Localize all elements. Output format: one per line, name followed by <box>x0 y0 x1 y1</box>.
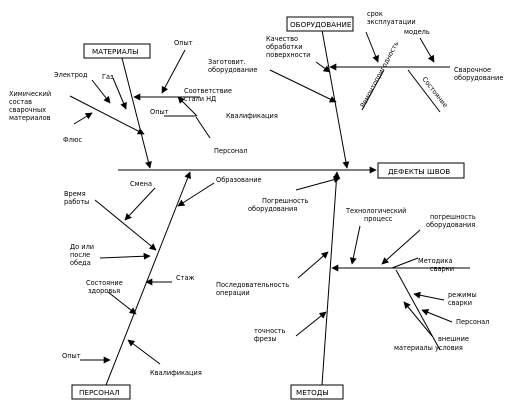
methods-bone <box>321 171 341 386</box>
weld-method-label-2: сварки <box>430 265 454 273</box>
personnel-label: ПЕРСОНАЛ <box>79 388 120 397</box>
prep-label-1: Заготовит. <box>208 58 246 66</box>
quality-label-2: обработки <box>266 43 303 51</box>
eq-error-r-arrow <box>381 229 421 265</box>
chem-branch <box>69 95 145 135</box>
sequence-label-1: Последовательность <box>216 281 289 289</box>
model-arrow <box>419 37 435 63</box>
external-label-2: материалы условия <box>394 344 463 352</box>
eq-error-r-label-1: погрешность <box>430 213 476 221</box>
electrode-arrow <box>91 79 111 104</box>
shift-label: Смена <box>130 180 152 188</box>
qualification-bot-label: Квалификация <box>150 369 202 377</box>
accuracy-label-2: фрезы <box>254 335 277 343</box>
experience-top-label: Опыт <box>174 39 193 47</box>
effect-label: ДЕФЕКТЫ ШВОВ <box>388 167 450 176</box>
sequence-arrow <box>297 251 329 279</box>
personnel-meth-arrow <box>421 309 453 323</box>
materials-bone <box>121 57 152 169</box>
external-label-1: внешние <box>438 335 469 343</box>
health-label-2: здоровья <box>88 287 120 295</box>
welding-eq-label-2: оборудование <box>454 74 503 82</box>
sub-spine <box>395 269 441 351</box>
weld-method-line <box>391 257 419 269</box>
personnel-box <box>71 384 131 400</box>
life-label-2: эксплуатации <box>367 18 416 26</box>
worktime-label-2: работы <box>64 198 89 206</box>
match-label-2: стали НД <box>184 95 216 103</box>
lunch-label-2: после <box>70 251 90 259</box>
external-arrow <box>403 301 433 337</box>
materials-box <box>83 43 151 59</box>
welding-eq-label-1: Сварочное <box>454 66 491 74</box>
repairability-label: Ремонтопригодность <box>359 40 401 109</box>
chem-label-2: состав <box>9 98 32 106</box>
repairability-line <box>361 69 385 111</box>
weld-modes-arrow <box>413 291 445 301</box>
accuracy-arrow <box>295 311 327 337</box>
chem-label-4: материалов <box>9 114 51 122</box>
flux-arrow <box>73 112 93 125</box>
weld-modes-label-2: сварки <box>448 299 472 307</box>
worktime-label-1: Время <box>64 190 86 198</box>
lunch-arrow <box>99 252 151 260</box>
eq-error-arrow <box>295 176 341 191</box>
methods-label: МЕТОДЫ <box>296 388 329 397</box>
health-arrow <box>107 291 137 315</box>
shift-arrow <box>124 187 156 221</box>
prep-arrow <box>269 69 337 103</box>
model-label: модель <box>404 28 430 36</box>
experience-mid-label: Опыт <box>150 108 169 116</box>
tech-proc-arrow <box>349 225 361 265</box>
match-label-1: Соответствие <box>184 87 232 95</box>
equipment-label: ОБОРУДОВАНИЕ <box>290 20 352 29</box>
gas-label: Газ <box>102 73 114 81</box>
tech-proc-label-2: процесс <box>364 215 393 223</box>
life-arrow <box>365 31 379 63</box>
sequence-label-2: операции <box>216 289 250 297</box>
accuracy-label-1: точность <box>254 327 286 335</box>
experience-top-arrow <box>161 49 186 94</box>
effect-box <box>377 162 465 179</box>
electrode-label: Электрод <box>54 71 88 79</box>
tenure-label: Стаж <box>176 274 194 282</box>
equipment-box <box>286 16 354 32</box>
weld-modes-label-1: режимы <box>448 291 477 299</box>
education-label: Образование <box>216 176 262 184</box>
qualification-bot-arrow <box>127 339 161 365</box>
health-label-1: Состояние <box>86 279 123 287</box>
eq-error-label-2: оборудования <box>248 205 297 213</box>
prep-label-2: оборудование <box>208 66 257 74</box>
chem-label-1: Химический <box>9 90 51 98</box>
eq-error-r-label-2: оборудования <box>426 221 475 229</box>
quality-label-1: Качество <box>266 35 298 43</box>
condition-line <box>407 69 441 113</box>
quality-label-3: поверхности <box>266 51 310 59</box>
lunch-label-1: До или <box>70 243 94 251</box>
weld-method-label-1: Методика <box>418 257 453 265</box>
personnel-meth-label: Персонал <box>456 318 489 326</box>
education-arrow <box>177 182 215 207</box>
personnel-sub-label: Персонал <box>214 147 247 155</box>
lunch-label-3: обеда <box>70 259 91 267</box>
flux-label: Флюс <box>63 136 82 144</box>
quality-arrow <box>315 61 331 73</box>
chem-label-3: сварочных <box>9 106 46 114</box>
qualification-top-label: Квалификация <box>226 112 278 120</box>
personnel-sub-line <box>195 116 211 139</box>
experience-bot-label: Опыт <box>62 352 81 360</box>
materials-label: МАТЕРИАЛЫ <box>92 47 138 56</box>
gas-arrow <box>112 77 127 110</box>
methods-box <box>290 384 344 400</box>
worktime-arrow <box>94 199 157 251</box>
equipment-bone <box>321 29 350 169</box>
eq-error-label-1: Погрешность <box>262 197 309 205</box>
tech-proc-label-1: Технологический <box>345 207 406 215</box>
life-label-1: срок <box>367 10 383 18</box>
qualification-top-arrow <box>177 96 198 117</box>
